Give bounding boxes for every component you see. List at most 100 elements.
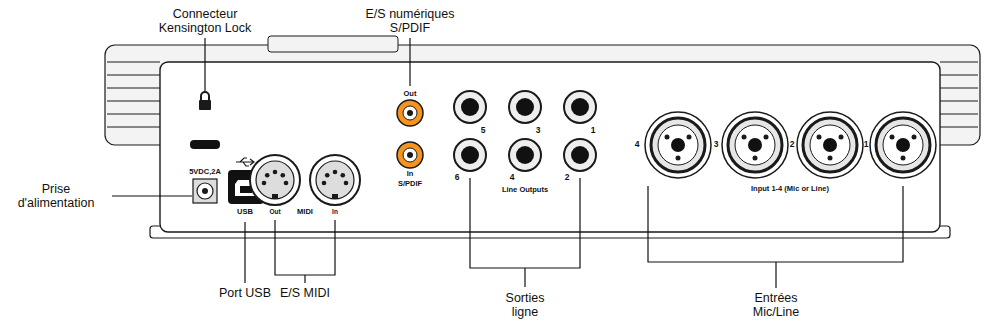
line-output-jack xyxy=(516,98,534,116)
midi-pin xyxy=(340,173,345,178)
leader-line xyxy=(409,38,410,86)
jack-number: 4 xyxy=(510,173,515,183)
xlr-hole xyxy=(912,135,917,140)
xlr-hole xyxy=(839,135,844,140)
midi-pin xyxy=(284,181,289,186)
midi-pin xyxy=(265,173,270,178)
combo-jack xyxy=(810,125,850,165)
midi-pin xyxy=(344,181,349,186)
leader-line xyxy=(648,186,903,262)
combo-jack xyxy=(803,118,857,172)
midi-notch xyxy=(332,194,338,199)
combo-jack xyxy=(645,112,711,178)
line-output-jack xyxy=(516,146,534,164)
jack-number: 6 xyxy=(455,173,460,183)
combo-jack xyxy=(883,125,923,165)
callout-label: E/S MIDI xyxy=(280,286,330,300)
leader-line xyxy=(204,38,205,91)
combo-jack xyxy=(870,112,936,178)
midi-pin xyxy=(325,173,330,178)
xlr-hole xyxy=(901,156,906,161)
padlock-icon xyxy=(201,92,209,100)
port-label: MIDI xyxy=(297,208,313,217)
callout-label: E/S numériques S/PDIF xyxy=(360,7,460,36)
midi-notch xyxy=(272,194,278,199)
combo-jack xyxy=(735,125,775,165)
port-label: 5VDC,2A xyxy=(189,168,221,177)
housing-rib xyxy=(940,88,978,89)
kensington-slot xyxy=(190,140,220,149)
housing-rib xyxy=(940,114,978,115)
line-output-jack xyxy=(461,98,479,116)
housing-rib xyxy=(940,75,978,76)
jack-number: 1 xyxy=(864,140,869,150)
housing-rib xyxy=(940,101,978,102)
midi-connector xyxy=(250,155,300,205)
line-output-jack xyxy=(509,91,541,123)
jack-number: 5 xyxy=(481,126,486,136)
port-label: In xyxy=(332,208,338,215)
line-output-jack xyxy=(454,139,486,171)
line-output-jack xyxy=(509,139,541,171)
housing-rib xyxy=(107,88,160,89)
port-label: S/PDIF xyxy=(398,180,422,189)
port-label: In xyxy=(407,170,414,179)
combo-jack xyxy=(651,118,705,172)
midi-pin xyxy=(322,181,327,186)
line-output-jack xyxy=(461,146,479,164)
power-jack xyxy=(197,183,213,199)
housing-rib xyxy=(940,127,978,128)
midi-connector xyxy=(316,161,354,199)
combo-jack xyxy=(722,112,788,178)
combo-jack xyxy=(876,118,930,172)
leader-line xyxy=(275,220,335,275)
port-label: Input 1-4 (Mic or Line) xyxy=(751,185,829,194)
spdif-jack xyxy=(397,142,423,168)
midi-pin xyxy=(280,173,285,178)
housing-bump xyxy=(268,36,398,52)
jack-number: 2 xyxy=(565,173,570,183)
callout-label: Sorties ligne xyxy=(497,291,553,320)
leader-line xyxy=(775,262,776,288)
combo-jack xyxy=(658,125,698,165)
power-jack xyxy=(193,179,217,203)
xlr-hole xyxy=(742,135,747,140)
line-output-jack xyxy=(571,146,589,164)
jack-number: 3 xyxy=(714,140,719,150)
port-label: Line Outputs xyxy=(502,186,548,195)
usb-symbol xyxy=(236,158,254,166)
housing-rib xyxy=(107,114,160,115)
midi-pin xyxy=(273,170,278,175)
midi-connector xyxy=(256,161,294,199)
xlr-hole xyxy=(828,156,833,161)
rear-panel xyxy=(160,62,940,232)
line-output-jack xyxy=(571,98,589,116)
line-output-jack xyxy=(454,91,486,123)
trs-hole xyxy=(748,138,762,152)
midi-connector xyxy=(310,155,360,205)
callout-label: Connecteur Kensington Lock xyxy=(155,7,255,36)
housing-rib xyxy=(940,62,978,63)
line-output-jack xyxy=(564,91,596,123)
trs-hole xyxy=(671,138,685,152)
xlr-hole xyxy=(817,135,822,140)
spdif-jack xyxy=(403,106,417,120)
combo-jack xyxy=(797,112,863,178)
jack-number: 2 xyxy=(790,140,795,150)
combo-jack xyxy=(728,118,782,172)
jack-number: 4 xyxy=(635,140,640,150)
port-label: Out xyxy=(404,90,417,99)
xlr-hole xyxy=(753,156,758,161)
trs-hole xyxy=(823,138,837,152)
xlr-hole xyxy=(890,135,895,140)
leader-line xyxy=(524,268,525,287)
spdif-jack xyxy=(403,148,417,162)
leader-line xyxy=(112,195,192,196)
spdif-jack xyxy=(407,152,413,158)
port-label: USB xyxy=(237,208,253,217)
callout-label: Entrées Mic/Line xyxy=(743,291,809,320)
housing-rib xyxy=(107,62,160,63)
leader-line xyxy=(244,222,245,283)
